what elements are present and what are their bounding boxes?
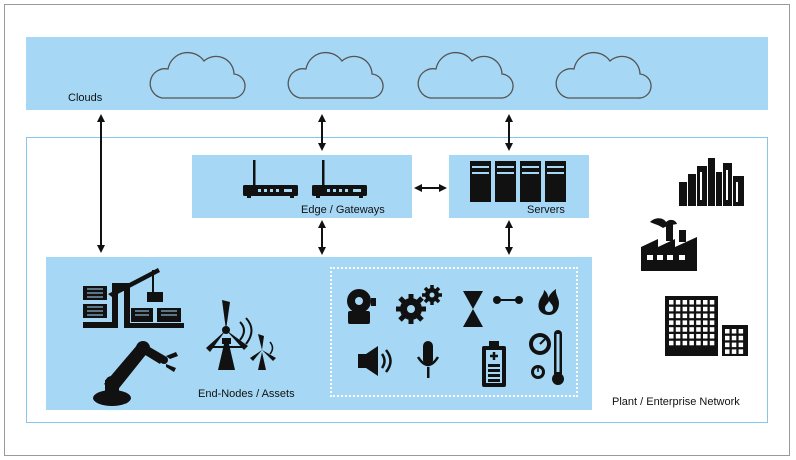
server-rack-icon [470,161,566,202]
office-window [669,340,674,346]
office-window [675,327,681,332]
office-window [725,342,730,348]
office-building-icon [665,296,748,356]
office-window [725,349,730,354]
office-window [675,306,681,312]
office-window [731,342,737,348]
office-window [675,320,681,325]
office-window [682,313,688,319]
container-crane-icon [83,268,184,328]
cloud-icon [555,51,652,99]
gears-icon [396,285,442,324]
clouds-label: Clouds [68,92,103,104]
flame-icon [538,289,559,315]
office-window [675,340,681,346]
office-window [725,329,730,334]
gauge-icon [529,333,551,379]
servers-label: Servers [527,204,565,216]
office-window [709,327,715,332]
office-window [669,327,674,332]
wind-turbine-icon [206,300,276,370]
office-window [669,320,674,325]
office-window [709,313,715,319]
office-window [669,313,674,319]
office-window [738,329,744,334]
office-window [703,313,708,319]
office-window [725,335,730,341]
office-window [703,300,708,305]
office-window [709,334,715,339]
office-window [696,327,701,332]
office-window [682,320,688,325]
office-window [738,335,744,341]
office-window [709,320,715,325]
office-window [703,327,708,332]
office-window [709,300,715,305]
office-window [696,340,701,346]
office-window [709,306,715,312]
cloud-icon [149,51,246,99]
office-window [738,342,744,348]
office-window [709,340,715,346]
plant-network-outline [26,137,768,423]
office-window [682,306,688,312]
office-window [689,300,694,305]
office-window [682,327,688,332]
office-window [669,306,674,312]
plant-network-label: Plant / Enterprise Network [612,396,740,408]
office-window [675,300,681,305]
office-window [703,334,708,339]
cloud-icon [287,51,384,99]
office-window [703,320,708,325]
office-window [682,334,688,339]
cloud-icon [417,51,514,99]
router-icon [243,160,298,198]
office-window [689,334,694,339]
sensors-dotted-group [330,267,578,397]
edge-gateways-box [192,155,412,218]
office-window [689,313,694,319]
office-window [696,320,701,325]
office-window [731,329,737,334]
office-window [669,300,674,305]
office-window [675,334,681,339]
office-window [689,327,694,332]
office-window [675,313,681,319]
office-window [738,349,744,354]
office-window [689,340,694,346]
camera-icon [347,289,376,324]
valve-icon [463,291,523,327]
edge-gateways-label: Edge / Gateways [301,204,385,216]
factory-icon [641,218,697,271]
office-window [731,349,737,354]
speaker-icon [358,346,392,376]
office-window [731,335,737,341]
office-window [696,334,701,339]
office-window [669,334,674,339]
office-window [682,340,688,346]
microphone-icon [416,341,440,378]
thermometer-icon [552,330,564,385]
office-window [703,306,708,312]
office-window [689,320,694,325]
router-icon [312,160,367,198]
clouds-band [26,37,768,110]
city-skyline-icon [679,158,744,206]
diagram-frame [4,4,790,456]
office-window [696,313,701,319]
office-window [696,300,701,305]
battery-icon [482,341,506,387]
robot-arm-icon [93,341,178,406]
office-window [703,340,708,346]
office-window [696,306,701,312]
office-window [682,300,688,305]
office-window [689,306,694,312]
end-nodes-label: End-Nodes / Assets [198,388,295,400]
